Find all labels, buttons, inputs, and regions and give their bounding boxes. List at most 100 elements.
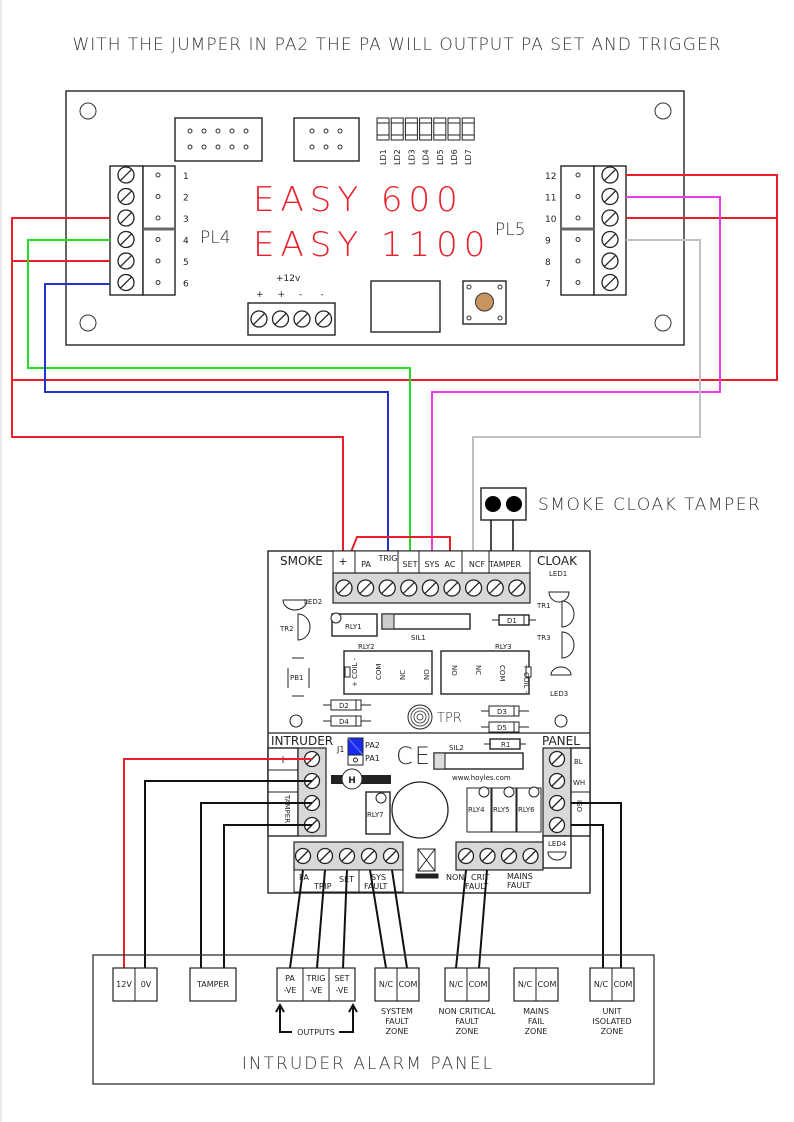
main-terminal-screw[interactable]	[464, 579, 483, 597]
panel-screw[interactable]	[548, 816, 566, 834]
zone-caption: ZONE	[601, 1027, 624, 1036]
panel-screw[interactable]	[548, 772, 566, 790]
tr3-icon	[561, 631, 575, 659]
pl4-screw[interactable]	[117, 273, 135, 292]
led-7: LD7	[461, 117, 475, 165]
led4-label: LED4	[548, 840, 567, 848]
power-screw[interactable]	[314, 310, 333, 328]
fault-screw[interactable]	[479, 847, 496, 865]
pl4-screw[interactable]	[117, 252, 135, 270]
outputs-arrows	[275, 1002, 358, 1033]
cloak-label: CLOAK	[537, 554, 578, 568]
tr1-icon	[561, 600, 575, 628]
main-terminal-screw[interactable]	[335, 579, 353, 597]
fault-screw[interactable]	[522, 847, 539, 865]
pl5-screw[interactable]	[601, 252, 619, 270]
pa2-label: PA2	[365, 741, 380, 750]
main-terminal-screw[interactable]	[378, 579, 396, 597]
pl4-screw[interactable]	[117, 187, 135, 206]
terminal-label: -VE	[310, 986, 323, 995]
zone-caption: MAINS	[523, 1007, 549, 1016]
main-terminal-screw[interactable]	[443, 579, 461, 597]
power-pin-sign: -	[299, 290, 302, 300]
output-screw[interactable]	[294, 847, 312, 865]
panel-screw[interactable]	[548, 750, 566, 768]
rly3-pin-label: COM	[498, 665, 506, 681]
led3-icon	[550, 666, 572, 676]
pl5-screw[interactable]	[601, 209, 619, 227]
panel-wh-label: WH	[573, 779, 585, 787]
component-box	[370, 280, 441, 333]
wire-blue-trig	[44, 283, 389, 572]
d2-diode-label: D2	[339, 702, 349, 710]
pl5-screw[interactable]	[601, 273, 619, 292]
pl4-screw[interactable]	[117, 166, 135, 184]
terminal-label: COM	[469, 980, 488, 989]
panel-screw[interactable]	[548, 794, 566, 812]
website-label: www.hoyles.com	[452, 774, 511, 782]
pl5-screw[interactable]	[601, 187, 619, 206]
terminal-label: -VE	[284, 986, 297, 995]
terminal-label: +	[338, 555, 347, 568]
d5-diode-label: D5	[497, 724, 507, 732]
main-terminal-screw[interactable]	[356, 579, 375, 597]
panel-bl-label: BL	[574, 758, 583, 766]
zone-caption: FAULT	[385, 1017, 409, 1026]
power-screw[interactable]	[271, 310, 290, 328]
output-screw[interactable]	[382, 847, 400, 865]
pl4-screw[interactable]	[117, 230, 135, 249]
rly2-pin-label: + COIL -	[351, 657, 359, 687]
zone-caption: ZONE	[386, 1027, 409, 1036]
led3-label: LED3	[550, 690, 568, 698]
crit-fault-label: FAULT	[465, 882, 489, 891]
power-screw[interactable]	[293, 310, 311, 328]
pl5-screw[interactable]	[601, 166, 619, 184]
pl4-pin-number: 3	[183, 215, 189, 225]
led-label: LD2	[393, 149, 402, 165]
power-screw[interactable]	[250, 310, 268, 328]
power-pin-sign: +	[256, 290, 264, 300]
fault-screw[interactable]	[457, 847, 475, 865]
main-terminal-screw[interactable]	[508, 579, 526, 597]
output-screw[interactable]	[338, 847, 356, 865]
output-screw[interactable]	[316, 847, 334, 865]
tamper-terminal[interactable]: TAMPER	[189, 967, 237, 1002]
smoke-cloak-tamper-terminal	[480, 487, 527, 582]
wire-magenta-sys	[431, 196, 721, 572]
power-pin-sign: +	[278, 290, 286, 300]
pl5-pin-number: 8	[545, 258, 551, 268]
led-label: LD1	[379, 149, 388, 165]
d4-diode-label: D4	[339, 718, 349, 726]
rly7-label: RLY7	[367, 811, 384, 819]
zone-caption: FAULT	[455, 1017, 479, 1026]
terminal-label: N/C	[518, 980, 533, 989]
fault-screw[interactable]	[500, 847, 518, 865]
main-terminal-screw[interactable]	[486, 579, 504, 597]
smoke-cloak-tamper-label: SMOKE CLOAK TAMPER	[538, 495, 761, 515]
pl4-screw[interactable]	[117, 209, 135, 227]
main-terminal-screw[interactable]	[421, 579, 440, 597]
trip-out-label: TRIP	[313, 882, 332, 891]
intruder-tamper-label: TAMPER	[283, 794, 291, 823]
tr2-icon	[297, 613, 311, 641]
led-label: LD5	[436, 149, 445, 165]
led-3: LD3	[404, 117, 418, 165]
led1-icon	[548, 591, 570, 603]
alarm-panel-title: INTRUDER ALARM PANEL	[242, 1054, 494, 1074]
terminal-label: COM	[614, 980, 633, 989]
pl5-screw[interactable]	[601, 230, 619, 249]
output-screw[interactable]	[360, 847, 378, 865]
pl4-label: PL4	[200, 228, 231, 248]
main-terminal-screw[interactable]	[400, 579, 418, 597]
push-button[interactable]	[462, 280, 507, 325]
